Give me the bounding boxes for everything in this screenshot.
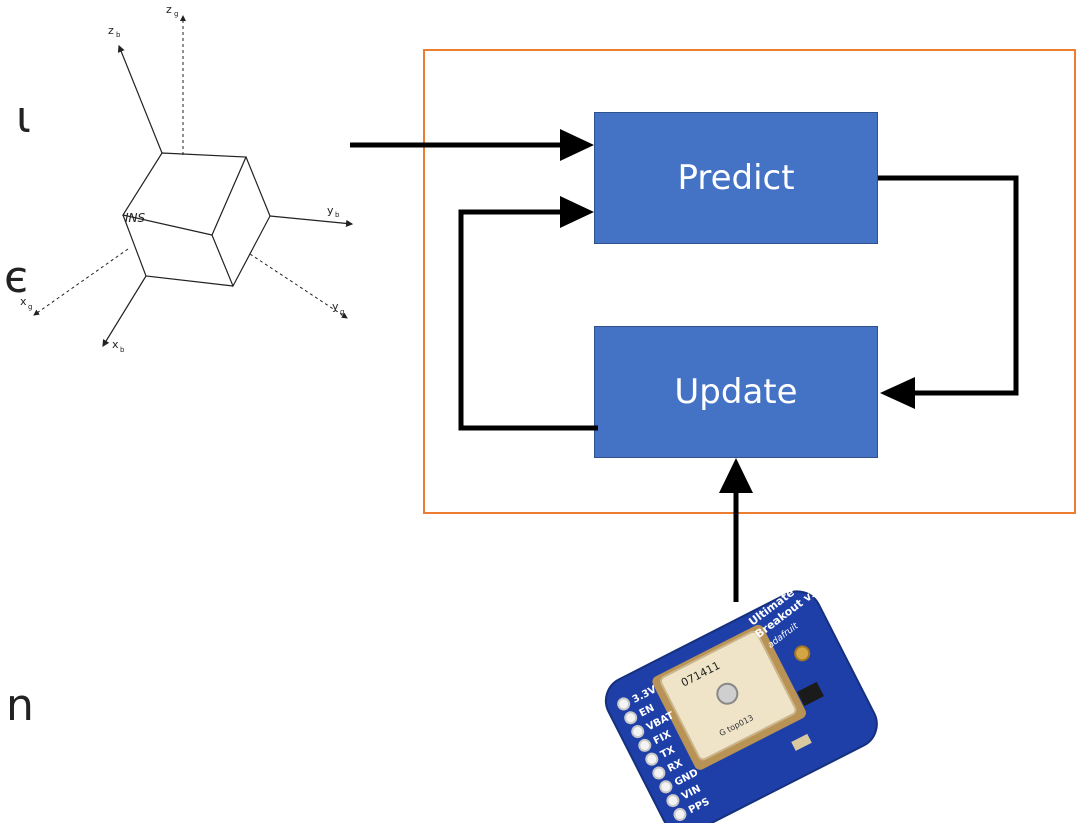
left-text-fragment-top: ι [16, 92, 31, 143]
gps-board-connector [794, 645, 811, 662]
gps-pin-hole [624, 711, 638, 725]
predict-to-update-arrowhead [880, 377, 915, 409]
ins-body-label: INS [125, 211, 146, 225]
gps-module-antenna-feed [716, 682, 739, 705]
predict-box: Predict [594, 112, 878, 244]
gps-pin-hole [666, 794, 680, 808]
gps-board-chip [797, 681, 824, 707]
update-to-predict-arrowhead [560, 196, 594, 228]
gps-pin-hole [652, 766, 666, 780]
axis-xb-line [102, 275, 147, 348]
svg-text:x: x [112, 338, 119, 351]
svg-text:g: g [340, 308, 344, 316]
gps-pin-hole [617, 697, 631, 711]
axis-yb-label: y b [327, 204, 340, 219]
svg-text:b: b [116, 31, 121, 39]
axis-xg-line [33, 248, 129, 316]
gps-pin-hole [631, 725, 645, 739]
gps-pin-hole [638, 738, 652, 752]
gps-to-update-arrowhead [719, 458, 753, 493]
gps-board-capacitor [791, 733, 812, 751]
predict-label: Predict [677, 158, 795, 198]
svg-text:y: y [327, 204, 334, 217]
svg-text:g: g [28, 303, 32, 311]
svg-text:z: z [108, 24, 114, 37]
axis-xb-label: x b [112, 338, 125, 354]
kalman-filter-frame [423, 49, 1076, 514]
gps-pin-hole [673, 807, 687, 821]
axis-zb-label: z b [108, 24, 121, 39]
svg-text:g: g [174, 10, 178, 18]
left-text-fragment-middle: є [4, 252, 29, 303]
axis-xg-label: x g [20, 295, 32, 311]
svg-text:b: b [120, 346, 125, 354]
update-label: Update [674, 372, 798, 412]
axis-yg-line [249, 253, 348, 319]
svg-text:x: x [20, 295, 27, 308]
svg-text:y: y [332, 300, 339, 313]
update-box: Update [594, 326, 878, 458]
ins-cube [122, 152, 271, 288]
left-text-fragment-bottom: n [6, 680, 34, 731]
svg-text:z: z [166, 3, 172, 16]
update-to-predict-arrow-line [458, 209, 598, 431]
ins-to-predict-arrowhead [560, 129, 594, 161]
gps-pin-hole [645, 752, 659, 766]
axis-yb-line [269, 215, 354, 228]
axis-yg-label: y g [332, 300, 344, 316]
predict-to-update-arrow-line [878, 175, 1019, 396]
axis-zg-label: z g [166, 3, 178, 18]
svg-text:b: b [335, 211, 340, 219]
axis-zb-line [117, 44, 163, 154]
gps-pin-hole [659, 780, 673, 794]
